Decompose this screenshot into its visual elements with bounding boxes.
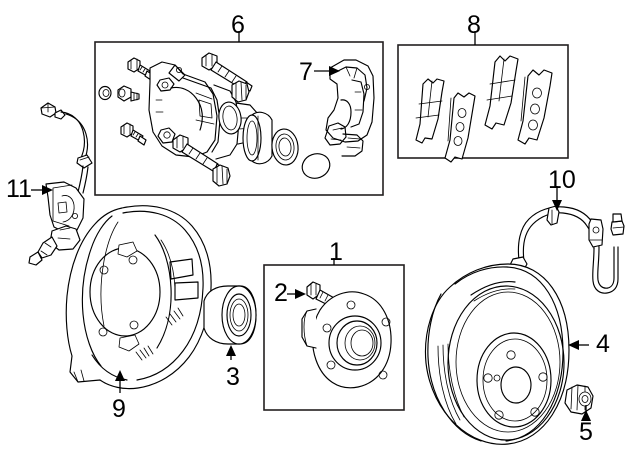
leader-lines [31, 31, 591, 421]
caliper-pin-boot-a [98, 85, 140, 102]
piston-dust-boot [301, 153, 331, 179]
callout-label-7: 7 [299, 58, 313, 86]
caliper-slide-pin-bolt-b [120, 122, 147, 146]
caliper-pin-boot-b [231, 80, 250, 103]
caliper-slide-pin-bolt-a [127, 57, 154, 81]
group-box-brake-pads [397, 44, 569, 159]
callout-label-4: 4 [596, 330, 610, 358]
piston-seal-ring-b [271, 128, 299, 166]
wheel-hub-flange [301, 291, 392, 389]
brake-pad-1 [415, 78, 445, 144]
callout-label-9: 9 [112, 395, 126, 423]
caliper-pin-boot-c [212, 164, 231, 187]
callout-label-11: 11 [6, 175, 32, 203]
callout-label-2: 2 [274, 279, 288, 307]
brake-hydraulic-hose [497, 205, 625, 294]
callout-label-1: 1 [329, 238, 343, 266]
piston-seal-ring-a [218, 101, 242, 135]
caliper-mounting-bracket [324, 59, 375, 157]
brake-pad-4 [517, 69, 553, 145]
wheel-bearing [203, 285, 257, 345]
brake-caliper [148, 61, 260, 160]
rotor-retaining-nut [564, 384, 594, 415]
abs-wheel-speed-sensor [28, 102, 93, 266]
callout-label-10: 10 [548, 166, 576, 194]
callout-label-6: 6 [231, 11, 245, 39]
brake-pad-3 [484, 55, 519, 130]
brake-dust-shield [65, 205, 212, 390]
callout-label-8: 8 [467, 11, 481, 39]
callout-label-3: 3 [226, 363, 240, 391]
callout-label-5: 5 [579, 418, 593, 446]
brake-rotor-disc [424, 263, 570, 445]
brake-pad-2 [444, 92, 476, 163]
caliper-piston [242, 111, 273, 165]
